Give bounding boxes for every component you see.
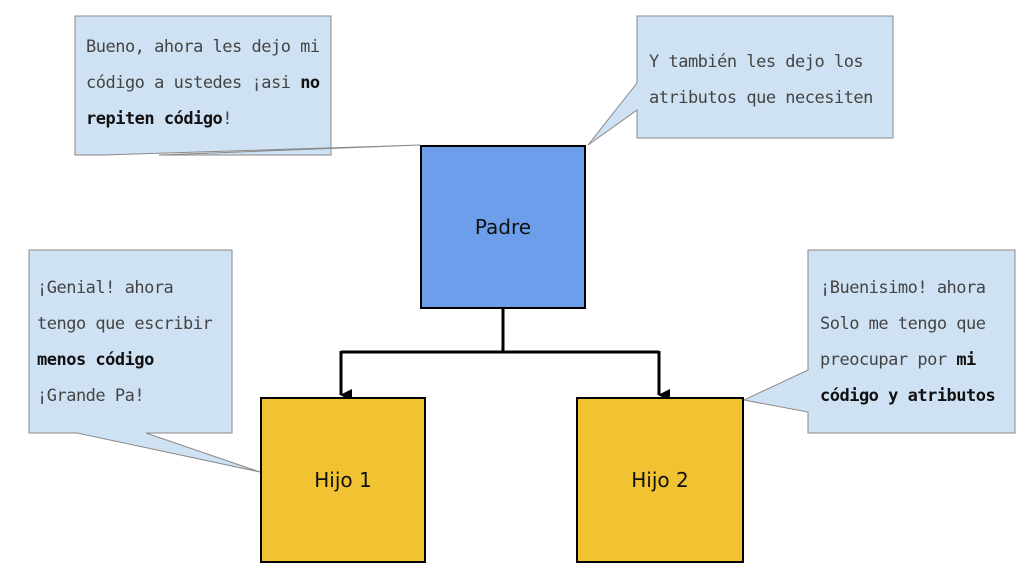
speech-bubble-child1 — [28, 249, 261, 473]
parent-label: Padre — [474, 215, 532, 239]
note-line: Solo me tengo que — [820, 314, 986, 334]
note-bold-text: mi — [956, 350, 976, 370]
note-line: preocupar por mi — [820, 350, 976, 370]
note-line: repiten código! — [86, 109, 233, 129]
note-parent-right: Y también les dejo los atributos que nec… — [649, 44, 873, 116]
child2-box: Hijo 2 — [576, 397, 744, 563]
note-line: ¡Grande Pa! — [37, 386, 145, 406]
note-line: Y también les dejo los — [649, 52, 864, 72]
note-line: ¡Buenisimo! ahora — [820, 278, 986, 298]
speech-bubble-parent-right — [587, 15, 894, 146]
speech-bubble-parent-left — [74, 15, 421, 156]
note-line: código y atributos — [820, 378, 996, 414]
child1-box: Hijo 1 — [260, 397, 426, 563]
note-bold-text: repiten código — [86, 109, 223, 129]
parent-box: Padre — [420, 145, 586, 309]
note-line: menos código — [37, 342, 212, 378]
note-bold-text: menos código — [37, 350, 154, 370]
connector-lines — [339, 308, 670, 401]
note-line: ¡Genial! ahora — [37, 278, 174, 298]
note-parent-left: Bueno, ahora les dejo mi código a ustede… — [86, 29, 320, 137]
note-bold-text: código y atributos — [820, 386, 996, 406]
note-child1: ¡Genial! ahora tengo que escribir menos … — [37, 270, 213, 414]
note-line: código a ustedes ¡asi no — [86, 73, 320, 93]
note-line: Bueno, ahora les dejo mi — [86, 37, 320, 57]
child1-label: Hijo 1 — [314, 468, 372, 492]
child2-label: Hijo 2 — [631, 468, 689, 492]
note-line: atributos que necesiten — [649, 88, 873, 108]
note-line: tengo que escribir — [37, 314, 213, 334]
note-child2: ¡Buenisimo! ahora Solo me tengo que preo… — [820, 270, 996, 414]
note-bold-text: no — [300, 73, 320, 93]
speech-bubble-child2 — [742, 249, 1016, 434]
